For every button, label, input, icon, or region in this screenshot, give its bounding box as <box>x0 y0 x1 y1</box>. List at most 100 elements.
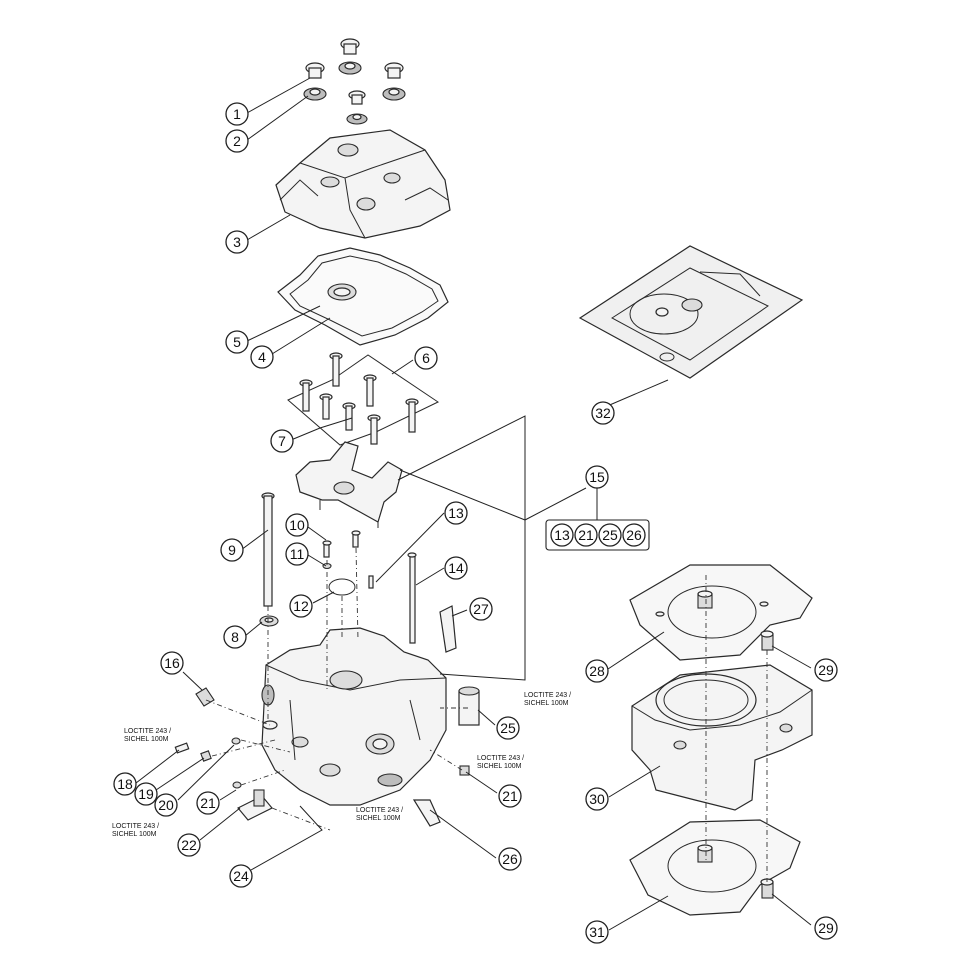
loctite-note: SICHEL 100M <box>477 763 522 770</box>
callout-20[interactable]: 20 <box>154 793 178 817</box>
kit-item[interactable]: 25 <box>598 523 622 547</box>
svg-text:21: 21 <box>502 788 518 804</box>
loctite-note: SICHEL 100M <box>124 736 169 743</box>
camshaft-bridge-part <box>295 441 403 528</box>
kit-item[interactable]: 21 <box>574 523 598 547</box>
svg-text:19: 19 <box>138 786 154 802</box>
svg-text:31: 31 <box>589 924 605 940</box>
svg-text:2: 2 <box>233 133 241 149</box>
loctite-note: LOCTITE 243 / <box>477 755 524 762</box>
kit-item[interactable]: 26 <box>622 523 646 547</box>
svg-text:18: 18 <box>117 776 133 792</box>
svg-text:9: 9 <box>228 542 236 558</box>
svg-text:14: 14 <box>448 560 464 576</box>
callout-18[interactable]: 18 <box>113 772 137 796</box>
callout-4[interactable]: 4 <box>250 345 274 369</box>
loctite-note: SICHEL 100M <box>524 700 569 707</box>
callout-19[interactable]: 19 <box>134 782 158 806</box>
svg-text:25: 25 <box>602 527 618 543</box>
callout-5[interactable]: 5 <box>225 330 249 354</box>
loctite-note: SICHEL 100M <box>356 815 401 822</box>
screw-part <box>382 62 406 101</box>
callout-31[interactable]: 31 <box>585 920 609 944</box>
cylinder-head-gasket-part <box>629 564 813 661</box>
svg-text:20: 20 <box>158 797 174 813</box>
svg-text:26: 26 <box>502 851 518 867</box>
dowel-part <box>760 630 774 651</box>
screw-part <box>346 90 368 125</box>
svg-text:21: 21 <box>578 527 594 543</box>
svg-text:5: 5 <box>233 334 241 350</box>
callout-28[interactable]: 28 <box>585 659 609 683</box>
screw-part <box>303 62 327 101</box>
loctite-notes: LOCTITE 243 / SICHEL 100M LOCTITE 243 / … <box>112 692 571 838</box>
svg-text:24: 24 <box>233 868 249 884</box>
callout-11[interactable]: 11 <box>285 542 309 566</box>
callout-14[interactable]: 14 <box>444 556 468 580</box>
svg-text:30: 30 <box>589 791 605 807</box>
callout-7[interactable]: 7 <box>270 429 294 453</box>
bolt <box>405 398 419 433</box>
callout-10[interactable]: 10 <box>285 513 309 537</box>
callout-2[interactable]: 2 <box>225 129 249 153</box>
callout-12[interactable]: 12 <box>289 594 313 618</box>
callout-27[interactable]: 27 <box>469 597 493 621</box>
loctite-note: LOCTITE 243 / <box>112 823 159 830</box>
svg-text:7: 7 <box>278 433 286 449</box>
svg-text:29: 29 <box>818 662 834 678</box>
loctite-note: SICHEL 100M <box>112 831 157 838</box>
svg-text:13: 13 <box>448 505 464 521</box>
kit-item[interactable]: 13 <box>550 523 574 547</box>
callout-3[interactable]: 3 <box>225 230 249 254</box>
svg-text:26: 26 <box>626 527 642 543</box>
callout-21[interactable]: 21 <box>498 784 522 808</box>
callout-9[interactable]: 9 <box>220 538 244 562</box>
svg-text:13: 13 <box>554 527 570 543</box>
callout-6[interactable]: 6 <box>414 346 438 370</box>
bolt <box>299 379 313 412</box>
bolt <box>367 414 381 445</box>
small-parts-group <box>322 530 457 653</box>
svg-text:16: 16 <box>164 655 180 671</box>
callout-29[interactable]: 29 <box>814 658 838 682</box>
svg-text:8: 8 <box>231 629 239 645</box>
svg-text:11: 11 <box>290 546 305 562</box>
cylinder-part <box>631 664 813 811</box>
svg-text:29: 29 <box>818 920 834 936</box>
svg-text:3: 3 <box>233 234 241 250</box>
cylinder-base-gasket-part <box>629 819 801 916</box>
kit-15-box: 13 21 25 26 <box>545 519 650 551</box>
svg-text:21: 21 <box>200 795 216 811</box>
screw-part <box>338 38 362 75</box>
callout-25[interactable]: 25 <box>496 716 520 740</box>
callout-13[interactable]: 13 <box>444 501 468 525</box>
callout-8[interactable]: 8 <box>223 625 247 649</box>
svg-text:12: 12 <box>293 598 309 614</box>
callout-1[interactable]: 1 <box>225 102 249 126</box>
callout-24[interactable]: 24 <box>229 864 253 888</box>
callout-numbers: 1 2 3 5 4 6 7 9 8 10 11 12 13 14 15 27 1… <box>113 102 838 944</box>
callout-29[interactable]: 29 <box>814 916 838 940</box>
callout-16[interactable]: 16 <box>160 651 184 675</box>
bolt <box>329 352 343 387</box>
svg-text:27: 27 <box>473 601 489 617</box>
valve-cover-part <box>275 129 451 239</box>
loctite-note: LOCTITE 243 / <box>124 728 171 735</box>
svg-text:10: 10 <box>289 517 305 533</box>
callout-22[interactable]: 22 <box>177 833 201 857</box>
gasket-kit-part <box>578 245 804 379</box>
callout-32[interactable]: 32 <box>591 401 615 425</box>
leader-lines <box>135 77 812 931</box>
loctite-note: LOCTITE 243 / <box>356 807 403 814</box>
svg-text:22: 22 <box>181 837 197 853</box>
callout-26[interactable]: 26 <box>498 847 522 871</box>
cover-gasket-part <box>277 247 449 346</box>
callout-21[interactable]: 21 <box>196 791 220 815</box>
svg-text:25: 25 <box>500 720 516 736</box>
alignment-lines <box>205 547 768 882</box>
cam-bolts-group <box>287 352 440 446</box>
callout-15[interactable]: 15 <box>585 465 609 489</box>
svg-text:1: 1 <box>233 106 241 122</box>
callout-30[interactable]: 30 <box>585 787 609 811</box>
svg-text:6: 6 <box>422 350 430 366</box>
